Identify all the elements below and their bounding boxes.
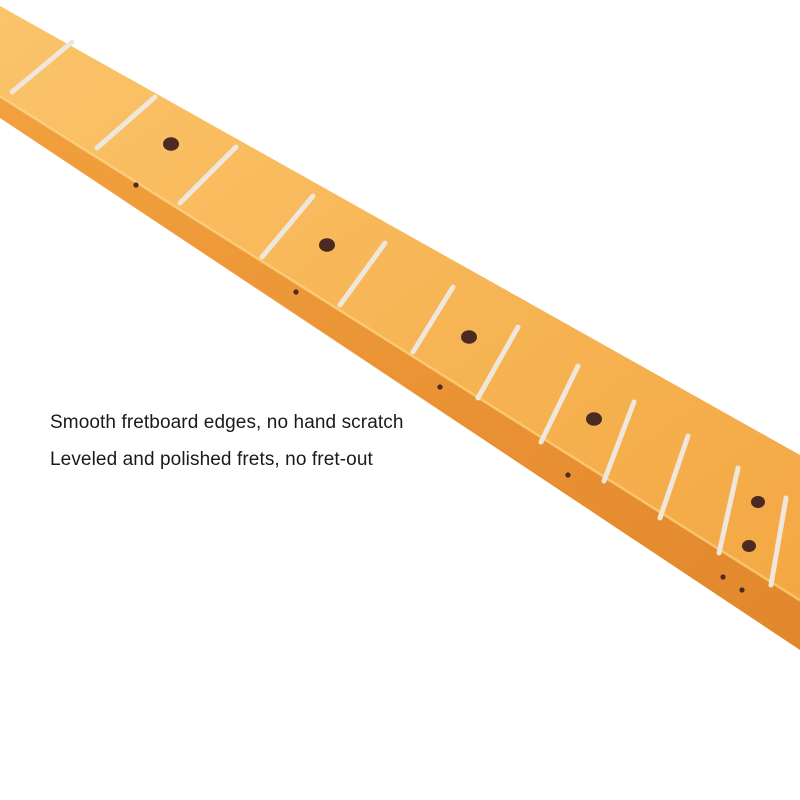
caption-leveled-frets: Leveled and polished frets, no fret-out [50,449,373,470]
inlay-dot [751,496,765,508]
side-marker-dot [293,289,299,295]
inlay-dot [163,137,179,151]
fretboard [0,6,800,602]
side-marker-dots [133,182,745,593]
inlay-dot [319,238,335,252]
fret-wire [716,465,741,556]
fret-wires [9,39,789,588]
side-marker-dot [720,574,726,580]
fret-wire [475,324,521,401]
fret-wire [177,144,239,206]
fret-wire [94,94,158,151]
side-marker-dot [565,472,571,478]
fret-wire [337,240,388,308]
fret-wire [657,433,691,521]
side-marker-dot [739,587,745,593]
inlay-dots [163,137,765,552]
side-marker-dot [133,182,139,188]
inlay-dot [461,330,477,344]
caption-smooth-edges: Smooth fretboard edges, no hand scratch [50,412,404,433]
inlay-dot [586,412,602,426]
inlay-dot [742,540,756,552]
fret-wire [768,495,789,588]
fret-wire [538,363,581,445]
neck-side-edge [0,88,800,650]
fret-wire [259,193,316,260]
fret-wire [410,284,456,355]
fret-wire [9,39,75,95]
fretboard-edge-highlight [0,95,800,601]
fret-wire [601,399,637,484]
side-marker-dot [437,384,443,390]
